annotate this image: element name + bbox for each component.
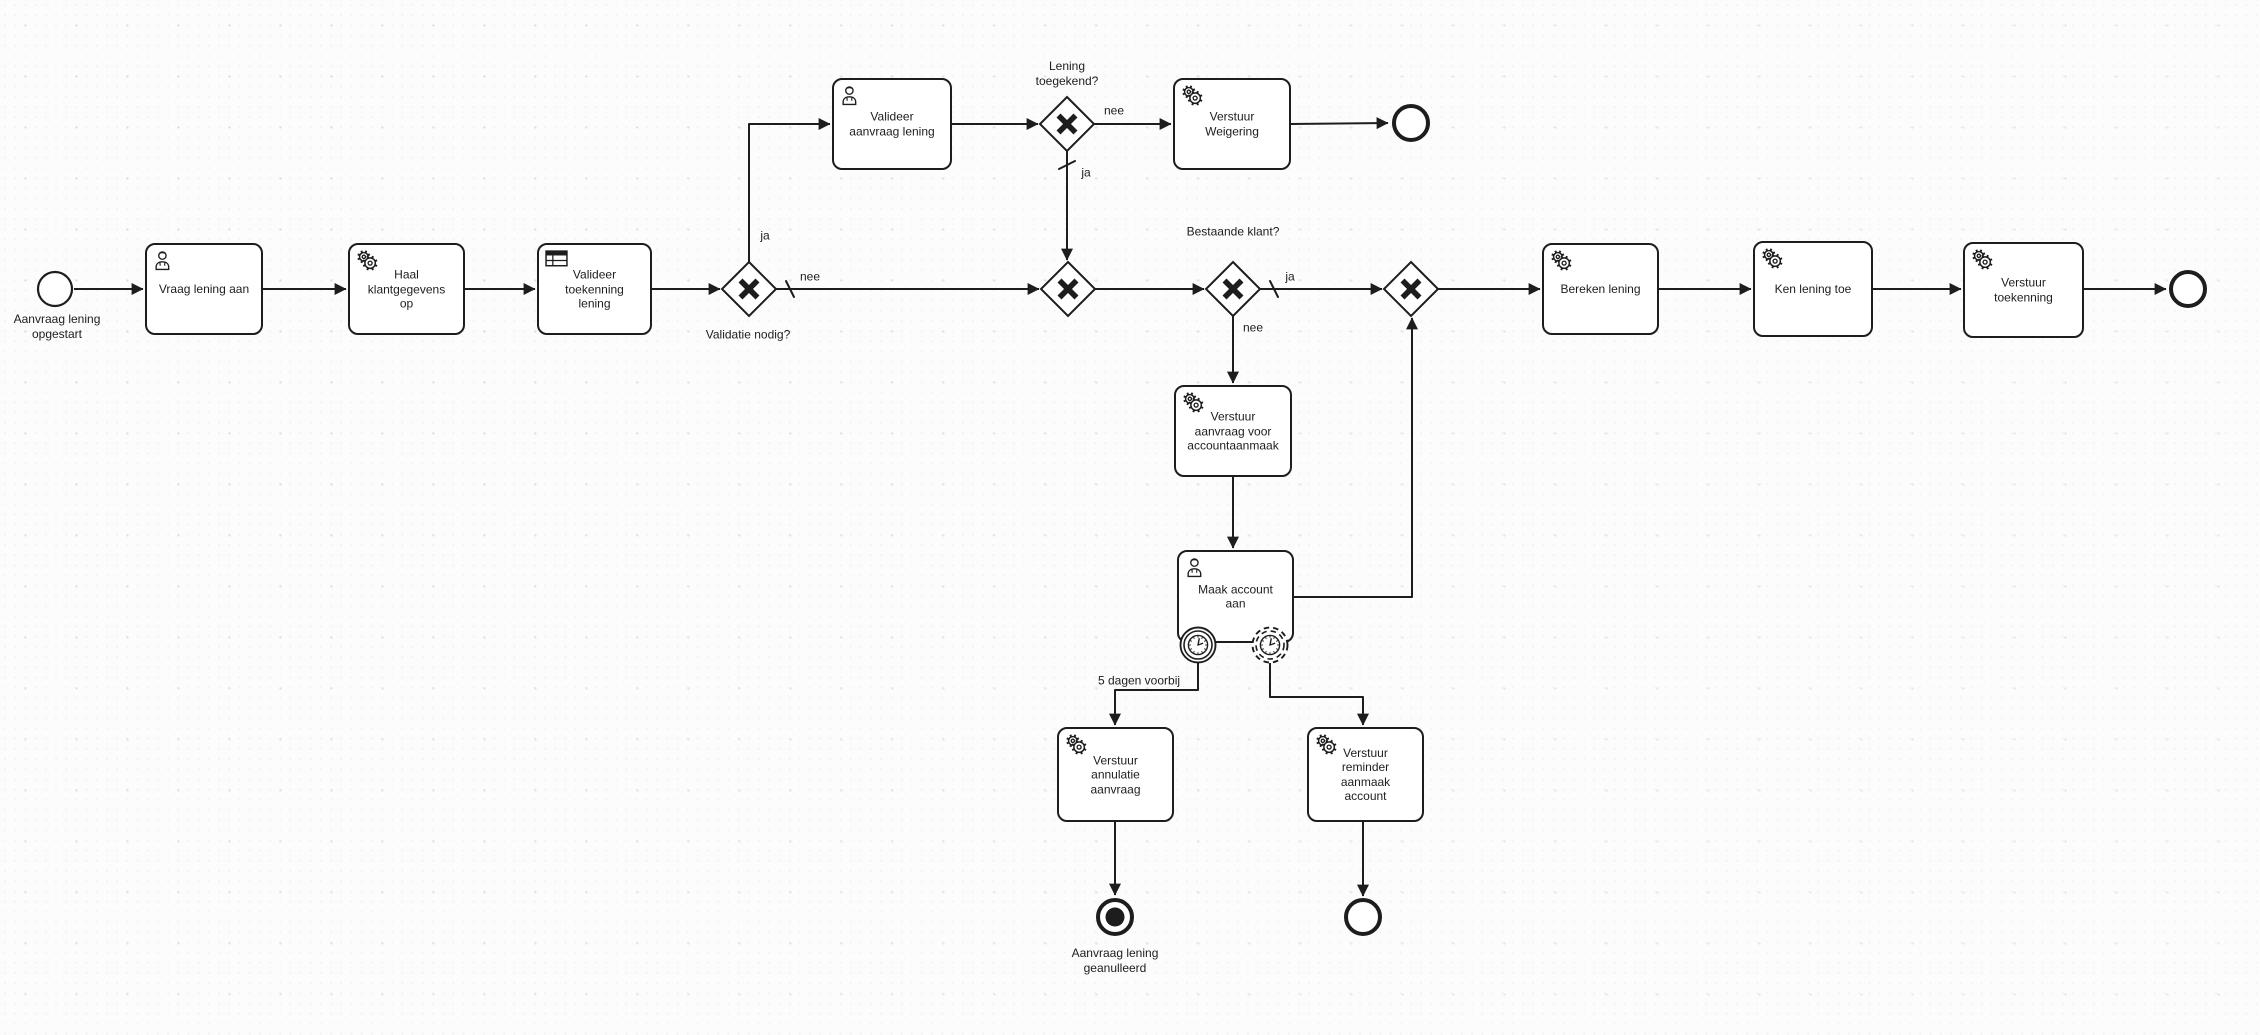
boundary-timer-5-dagen[interactable] <box>1176 623 1220 672</box>
exclusive-gateway-x-icon <box>1056 113 1078 135</box>
task-label: Verstuur annulatie aanvraag <box>1090 752 1141 796</box>
flow-maak-account-naar-merge[interactable] <box>1294 317 1418 598</box>
task-bereken-lening[interactable]: Bereken lening <box>1542 243 1659 335</box>
default-flow-marker <box>1269 280 1279 298</box>
task-verstuur-aanvraag-accountaanmaak[interactable]: Verstuur aanvraag voor accountaanmaak <box>1174 385 1292 477</box>
task-label: Bereken lening <box>1560 281 1641 296</box>
task-label: Verstuur reminder aanmaak account <box>1340 745 1391 804</box>
service-task-icon <box>1315 734 1338 760</box>
task-ken-lening-toe[interactable]: Ken lening toe <box>1753 241 1873 337</box>
task-label: Haal klantgegevens op <box>367 267 446 311</box>
service-task-icon <box>1550 250 1573 276</box>
end-event-aanvraag-geanulleerd[interactable] <box>1093 895 1137 944</box>
service-task-icon <box>1065 734 1088 760</box>
gateway-merge-account[interactable] <box>1381 259 1441 324</box>
task-vraag-lening-aan[interactable]: Vraag lening aan <box>145 243 263 335</box>
boundary-timer-reminder[interactable] <box>1248 623 1292 672</box>
task-verstuur-reminder-aanmaak-account[interactable]: Verstuur reminder aanmaak account <box>1307 727 1424 822</box>
flow-weigering-naar-einde[interactable] <box>1290 117 1389 130</box>
exclusive-gateway-x-icon <box>1400 278 1422 300</box>
task-valideer-aanvraag-lening[interactable]: Valideer aanvraag lening <box>832 78 952 170</box>
service-task-icon <box>1181 85 1204 111</box>
business-rule-task-icon <box>545 250 568 276</box>
gateway-merge-validatie[interactable] <box>1038 259 1098 324</box>
timer-icon <box>1251 626 1289 664</box>
user-task-icon <box>153 250 176 276</box>
gateway-bestaande-klant[interactable] <box>1203 259 1263 324</box>
task-verstuur-weigering[interactable]: Verstuur Weigering <box>1173 78 1291 170</box>
task-label: Vraag lening aan <box>158 281 250 296</box>
start-event-aanvraag-opgestart[interactable] <box>34 268 76 315</box>
task-label: Verstuur toekenning <box>1994 275 2053 305</box>
task-label: Valideer toekenning lening <box>565 267 624 311</box>
task-label: Verstuur Weigering <box>1205 109 1259 139</box>
end-event-toekenning[interactable] <box>2166 267 2210 316</box>
task-label: Ken lening toe <box>1774 281 1852 296</box>
service-task-icon <box>1761 248 1784 274</box>
service-task-icon <box>1971 249 1994 275</box>
flow-toegekend-ja[interactable] <box>1058 151 1076 261</box>
exclusive-gateway-x-icon <box>1057 278 1079 300</box>
gateway-validatie-nodig[interactable] <box>719 259 779 324</box>
exclusive-gateway-x-icon <box>1222 278 1244 300</box>
task-haal-klantgegevens-op[interactable]: Haal klantgegevens op <box>348 243 465 335</box>
flow-validatie-ja[interactable] <box>748 118 831 262</box>
gateway-lening-toegekend[interactable] <box>1037 94 1097 159</box>
service-task-icon <box>1182 392 1205 418</box>
end-event-reminder[interactable] <box>1341 895 1385 944</box>
default-flow-marker <box>785 280 795 298</box>
task-verstuur-annulatie-aanvraag[interactable]: Verstuur annulatie aanvraag <box>1057 727 1174 822</box>
user-task-icon <box>840 85 863 111</box>
timer-icon <box>1179 626 1217 664</box>
end-event-weigering[interactable] <box>1389 101 1433 150</box>
flow-timer-naar-reminder[interactable] <box>1269 663 1369 726</box>
exclusive-gateway-x-icon <box>738 278 760 300</box>
task-verstuur-toekenning[interactable]: Verstuur toekenning <box>1963 242 2084 338</box>
flow-bestaande-klant-ja[interactable] <box>1260 280 1383 298</box>
task-label: Maak account aan <box>1198 582 1273 611</box>
task-label: Verstuur aanvraag voor accountaanmaak <box>1187 409 1279 453</box>
flow-timer-naar-annulatie[interactable] <box>1109 663 1199 726</box>
flow-validatie-nee[interactable] <box>776 280 1040 298</box>
task-label: Valideer aanvraag lening <box>849 109 935 139</box>
user-task-icon <box>1185 557 1208 583</box>
task-valideer-toekenning-lening[interactable]: Valideer toekenning lening <box>537 243 652 335</box>
service-task-icon <box>356 250 379 276</box>
terminate-icon <box>1105 907 1125 927</box>
default-flow-marker <box>1058 160 1076 170</box>
